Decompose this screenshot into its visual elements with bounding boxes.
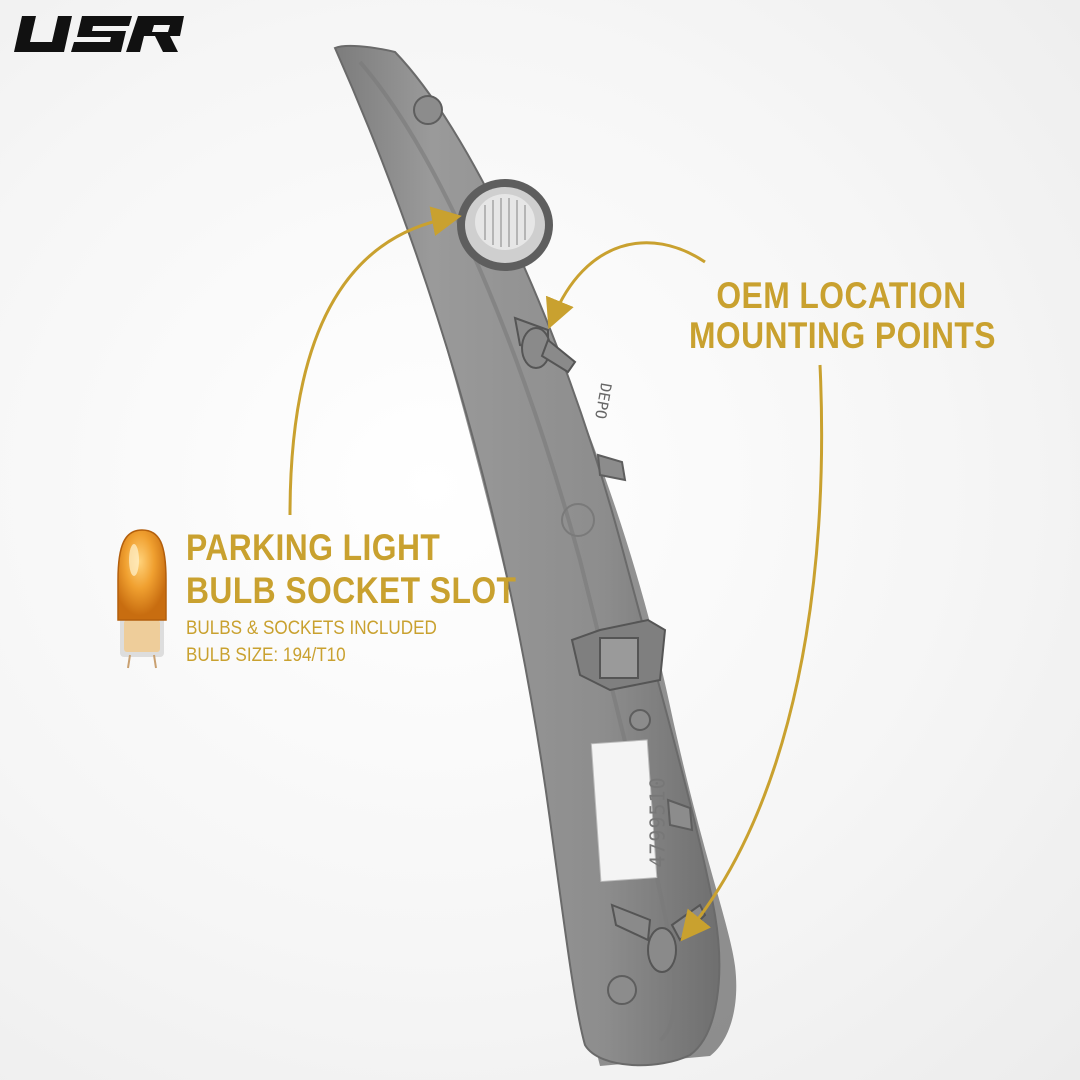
- parking-callout-sub1: BULBS & SOCKETS INCLUDED: [186, 618, 437, 639]
- parking-callout-line2: BULB SOCKET SLOT: [186, 570, 517, 611]
- housing-clip: [570, 618, 667, 692]
- arrow-to-pin-bottom: [680, 364, 824, 942]
- oem-callout-line2: MOUNTING POINTS: [688, 315, 996, 356]
- oem-callout-line1: OEM LOCATION: [716, 275, 967, 316]
- bulb-socket-slot: [457, 179, 553, 271]
- parking-callout-line1: PARKING LIGHT: [186, 527, 441, 568]
- arrow-to-socket: [288, 206, 462, 516]
- part-number-label: 4799510: [645, 776, 670, 868]
- parking-callout-sub2: BULB SIZE: 194/T10: [186, 645, 346, 666]
- mounting-pin-top: [513, 316, 577, 374]
- amber-bulb-icon: [117, 529, 167, 669]
- arrow-to-pin-top: [545, 241, 706, 330]
- usr-logo: [14, 16, 184, 52]
- part-label: [590, 739, 658, 883]
